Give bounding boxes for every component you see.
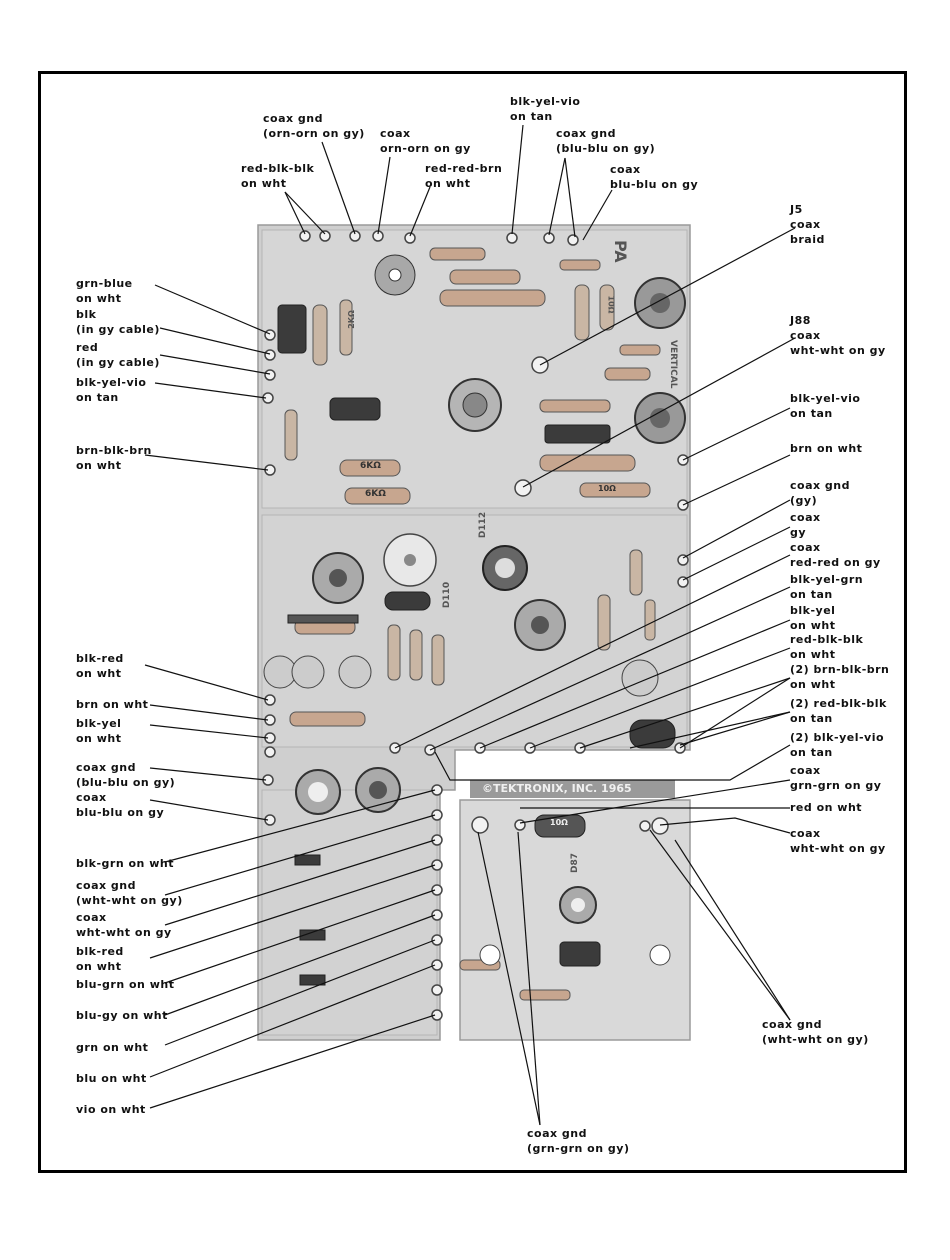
part-mark-2k: 2KΩ (346, 310, 356, 329)
leader-lines (144, 124, 796, 1126)
label-coax-gnd-blu-top: coax gnd(blu-blu on gy) (556, 127, 656, 155)
part-mark-6k-2: 6KΩ (365, 489, 386, 499)
copyright-mark: ©TEKTRONIX, INC. 1965 (482, 782, 632, 795)
part-mark-10-1: 10Ω (606, 295, 616, 314)
label-blk-grn: blk-grn on wht (76, 857, 174, 870)
vertical-resistors (284, 284, 656, 686)
pa-mark: PA (611, 240, 630, 263)
label-red-gy-cable: red(in gy cable) (76, 341, 160, 369)
round-components (263, 254, 686, 966)
label-coax-gnd-gy: coax gnd(gy) (790, 479, 851, 507)
diagram-frame (38, 71, 907, 1173)
label-blu-on-wht: blu on wht (76, 1072, 147, 1085)
part-mark-d110: D110 (442, 581, 453, 609)
part-mark-d87: D87 (570, 853, 580, 873)
resistors (289, 247, 661, 1001)
solder-pads (262, 230, 689, 1021)
label-coax-gnd-orn: coax gnd(orn-orn on gy) (263, 112, 365, 140)
label-coax-gnd-grn: coax gnd(grn-grn on gy) (527, 1127, 630, 1155)
label-coax-gnd-blu-left: coax gnd(blu-blu on gy) (76, 761, 176, 789)
label-blu-gy: blu-gy on wht (76, 1009, 168, 1022)
label-brn-on-wht-left: brn on wht (76, 698, 149, 711)
label-red-on-wht-right: red on wht (790, 801, 863, 814)
part-mark-10-3: 10Ω (550, 818, 568, 827)
vertical-mark: VERTICAL (668, 340, 678, 389)
label-blu-grn: blu-grn on wht (76, 978, 175, 991)
label-coax-gnd-wht-right: coax gnd(wht-wht on gy) (762, 1018, 869, 1046)
label-brn-on-wht-right: brn on wht (790, 442, 863, 455)
label-vio-on-wht: vio on wht (76, 1103, 146, 1116)
part-mark-d112: D112 (478, 511, 489, 539)
part-mark-6k-1: 6KΩ (360, 461, 381, 471)
part-mark-10-2: 10Ω (598, 484, 616, 493)
label-grn-on-wht: grn on wht (76, 1041, 149, 1054)
label-blk-gy-cable: blk(in gy cable) (76, 308, 160, 336)
label-coax-gnd-wht-left: coax gnd(wht-wht on gy) (76, 879, 183, 907)
